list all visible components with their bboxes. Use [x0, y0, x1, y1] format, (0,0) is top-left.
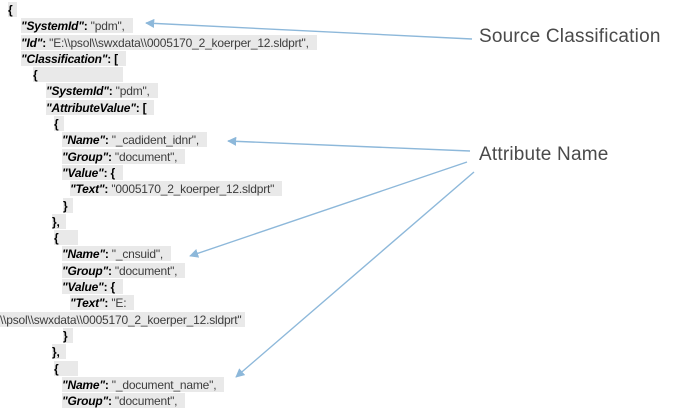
code-line: "SystemId": "pdm",	[0, 18, 675, 34]
code-line: "SystemId": "pdm",	[0, 83, 675, 99]
code-line: "Group": "document",	[0, 262, 675, 279]
code-line: \\psol\\swxdata\\0005170_2_koerper_12.sl…	[0, 311, 675, 328]
code-line: {	[0, 360, 675, 377]
code-line: "Value": {	[0, 164, 675, 181]
code-line: "Text": "0005170_2_koerper_12.sldprt"	[0, 181, 675, 197]
code-line: }	[0, 197, 675, 214]
code-line: "Name": "_document_name",	[0, 376, 675, 393]
code-line: }	[0, 327, 675, 344]
annotation-label-source-classification: Source Classification	[479, 26, 661, 47]
code-line: },	[0, 213, 675, 230]
annotation-label-attribute-name: Attribute Name	[479, 144, 609, 165]
code-line: "Name": "_cadident_idnr",	[0, 132, 675, 148]
code-line: "AttributeValue": [	[0, 99, 675, 116]
code-line: },	[0, 344, 675, 360]
code-line: "Group": "document",	[0, 393, 675, 409]
code-line: {	[0, 67, 675, 83]
code-line: {	[0, 230, 675, 246]
code-line: "Group": "document",	[0, 148, 675, 165]
code-line: "Text": "E:	[0, 295, 675, 311]
code-line: "Name": "_cnsuid",	[0, 246, 675, 262]
code-line: {	[0, 2, 675, 18]
code-line: "Classification": [	[0, 50, 675, 67]
code-line: {	[0, 116, 675, 132]
code-line: "Value": {	[0, 279, 675, 295]
